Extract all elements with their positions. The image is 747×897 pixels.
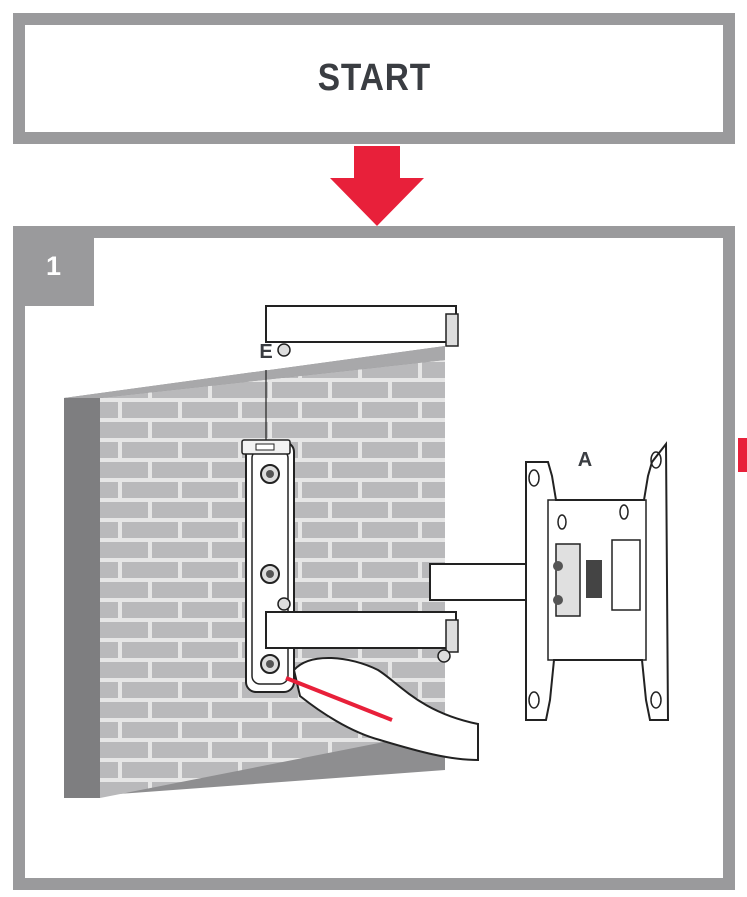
lower-arm (265, 597, 459, 663)
vesa-plate (525, 441, 670, 721)
callout-e: E (259, 341, 272, 363)
step-number-badge: 1 (13, 226, 94, 306)
start-box: START (13, 13, 735, 144)
start-title: START (317, 57, 431, 99)
wall-plate (245, 441, 295, 693)
upper-arm (265, 305, 459, 357)
hand-marking-icon (285, 657, 479, 762)
callout-a: A (578, 449, 592, 471)
spirit-level (241, 370, 291, 455)
down-arrow-icon (330, 146, 424, 226)
side-marker (738, 438, 747, 472)
connecting-arm (429, 563, 531, 601)
